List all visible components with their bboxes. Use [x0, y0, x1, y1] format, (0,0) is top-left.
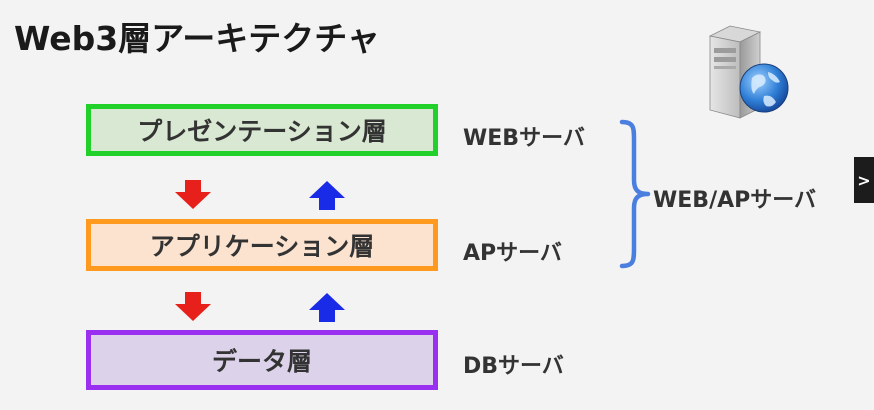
- presentation-layer-box: プレゼンテーション層: [86, 104, 438, 156]
- next-slide-button[interactable]: >: [854, 157, 874, 203]
- data-layer-box: データ層: [86, 330, 438, 390]
- web-server-label: WEBサーバ: [463, 126, 585, 151]
- application-layer-box: アプリケーション層: [86, 219, 438, 271]
- data-layer-label: データ層: [211, 347, 312, 376]
- page-title: Web3層アーキテクチャ: [14, 19, 380, 58]
- server-globe-icon: [708, 25, 789, 119]
- presentation-layer-label: プレゼンテーション層: [137, 117, 387, 146]
- ap-server-label: APサーバ: [463, 241, 562, 266]
- web-ap-server-label: WEB/APサーバ: [653, 188, 817, 213]
- down-arrow-icon: [175, 292, 211, 321]
- db-server-label: DBサーバ: [463, 354, 564, 379]
- curly-brace-icon: [619, 119, 651, 269]
- up-arrow-icon: [309, 181, 345, 210]
- up-arrow-icon: [309, 293, 345, 322]
- down-arrow-icon: [175, 180, 211, 209]
- chevron-right-icon: >: [857, 170, 871, 190]
- application-layer-label: アプリケーション層: [149, 232, 375, 261]
